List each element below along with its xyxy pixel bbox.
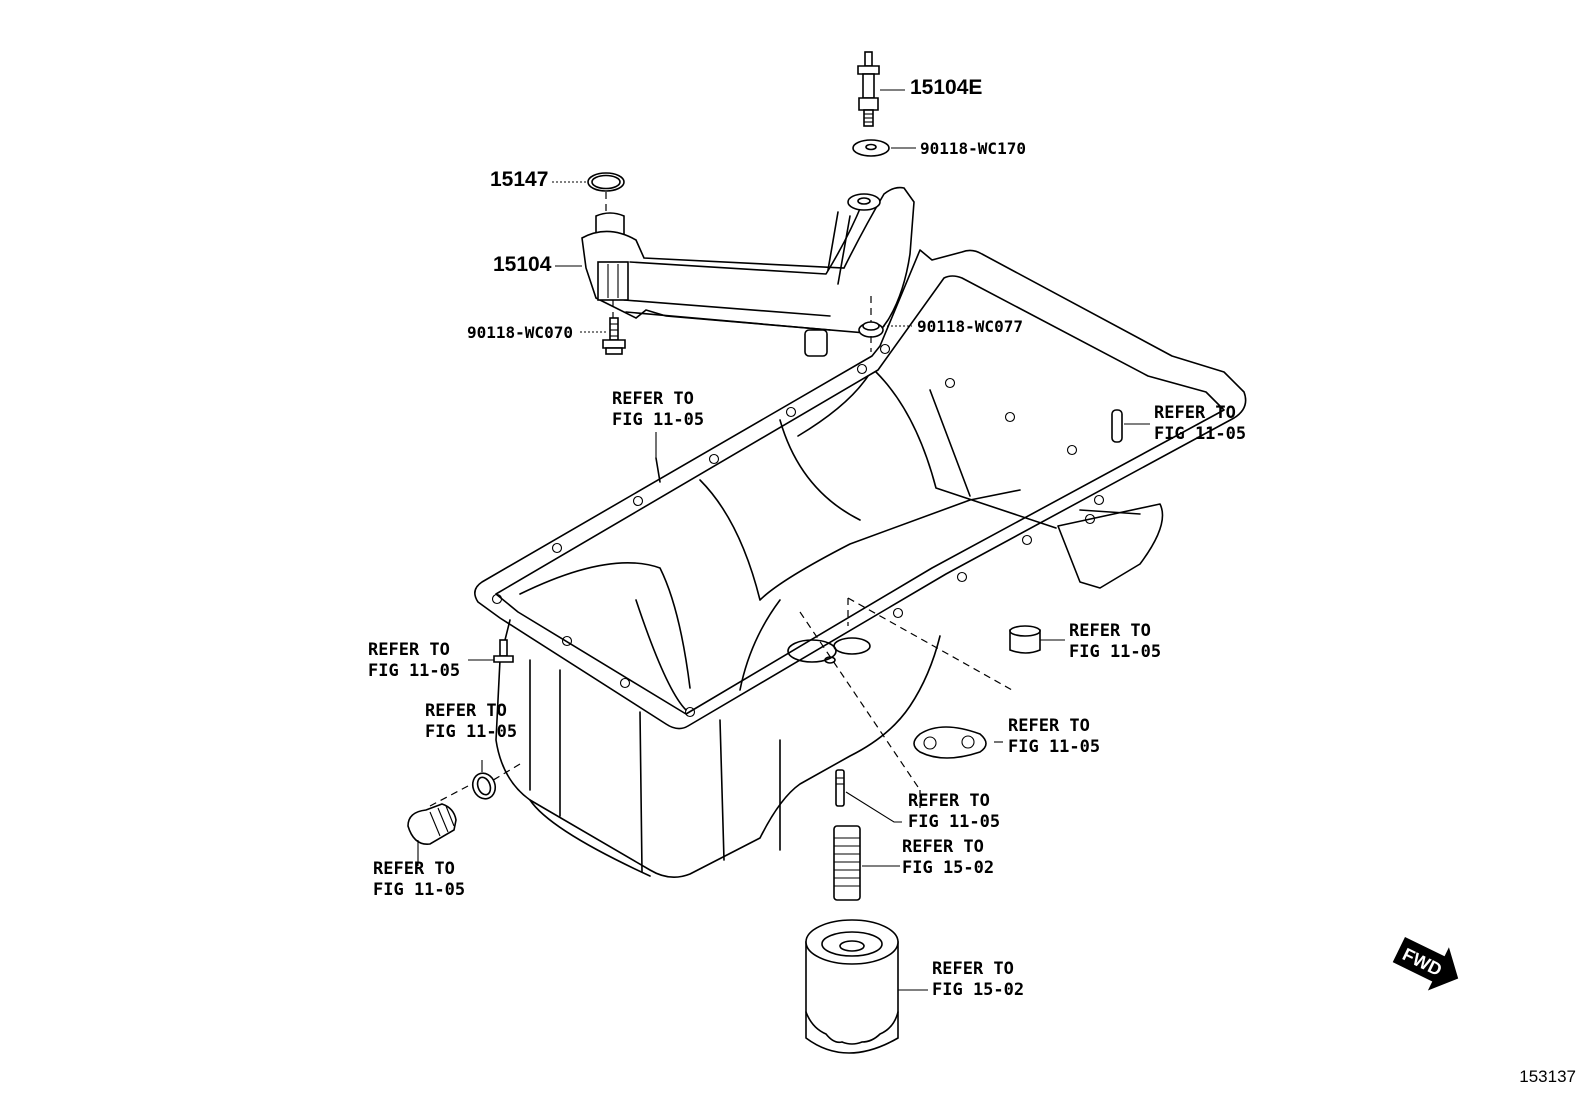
oring-15147[interactable] [587,172,625,192]
bolt-15104E[interactable] [857,51,880,127]
ref-drain-plug[interactable]: REFER TO FIG 11-05 [373,859,465,901]
ref-pin[interactable]: REFER TO FIG 11-05 [1154,403,1246,445]
label-15104[interactable]: 15104 [493,253,552,276]
ref-text: REFER TO [373,859,455,879]
washer-90118-WC077[interactable] [858,321,884,338]
ref-text: REFER TO [612,389,694,409]
oil-filter[interactable] [805,919,899,1054]
sleeve[interactable] [1009,625,1041,654]
ref-fig: FIG 11-05 [612,410,705,430]
stud-bolt[interactable] [835,769,845,807]
ref-small-bolt[interactable]: REFER TO FIG 11-05 [368,640,460,682]
ref-drain-washer[interactable]: REFER TO FIG 11-05 [425,701,517,743]
ref-fig: FIG 11-05 [1069,642,1162,662]
ref-gasket[interactable]: REFER TO FIG 11-05 [1008,716,1100,758]
washer-90118-WC170[interactable] [852,139,890,157]
oil-pan[interactable] [474,249,1247,878]
ref-fig: FIG 11-05 [1154,424,1247,444]
ref-fig: FIG 11-05 [373,880,466,900]
ref-text: REFER TO [1008,716,1090,736]
small-bolt-left[interactable] [493,639,514,663]
ref-text: REFER TO [425,701,507,721]
ref-text: REFER TO [908,791,990,811]
label-90118-WC077[interactable]: 90118-WC077 [917,317,1023,336]
pin[interactable] [1111,409,1123,443]
fwd-arrow-icon: FWD [1392,937,1459,991]
ref-text: REFER TO [368,640,450,660]
ref-union-bolt[interactable]: REFER TO FIG 15-02 [902,837,994,879]
ref-sleeve[interactable]: REFER TO FIG 11-05 [1069,621,1161,663]
ref-stud-bolt[interactable]: REFER TO FIG 11-05 [908,791,1000,833]
ref-pan-top[interactable]: REFER TO FIG 11-05 [612,389,704,431]
ref-fig: FIG 15-02 [932,980,1025,1000]
ref-text: REFER TO [932,959,1014,979]
label-15147[interactable]: 15147 [490,168,549,191]
bolt-90118-WC070[interactable] [602,317,626,355]
drain-plug[interactable] [407,803,457,845]
ref-text: REFER TO [902,837,984,857]
oil-strainer-15104[interactable] [581,186,915,357]
label-90118-WC170[interactable]: 90118-WC170 [920,139,1026,158]
label-15104E[interactable]: 15104E [910,76,983,99]
label-90118-WC070[interactable]: 90118-WC070 [467,323,573,342]
gasket[interactable] [913,726,987,759]
drain-washer[interactable] [469,770,499,802]
union-bolt[interactable] [833,825,861,901]
ref-oil-filter[interactable]: REFER TO FIG 15-02 [932,959,1024,1001]
ref-fig: FIG 11-05 [1008,737,1101,757]
ref-fig: FIG 11-05 [908,812,1001,832]
ref-text: REFER TO [1069,621,1151,641]
ref-fig: FIG 11-05 [425,722,518,742]
ref-fig: FIG 11-05 [368,661,461,681]
ref-text: REFER TO [1154,403,1236,423]
diagram-id: 153137 [1519,1067,1576,1086]
ref-fig: FIG 15-02 [902,858,995,878]
